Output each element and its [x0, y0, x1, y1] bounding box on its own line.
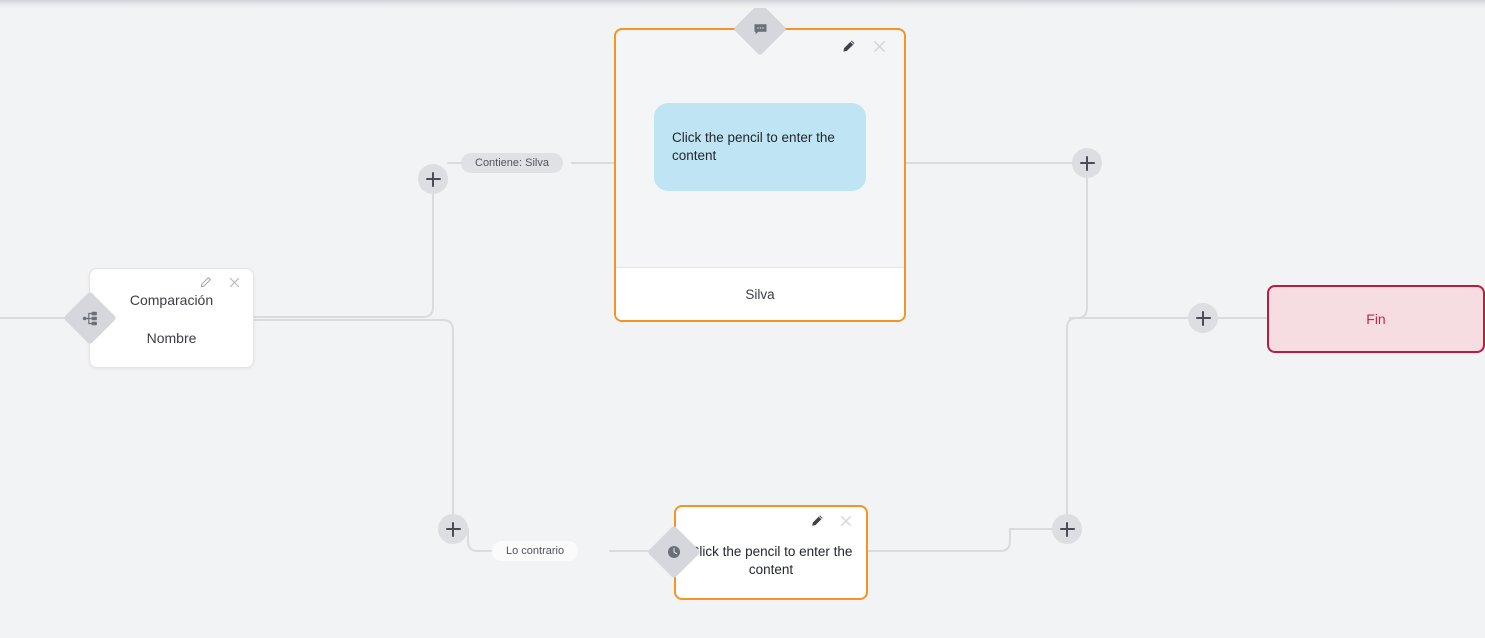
comparison-node-subtitle: Nombre	[146, 330, 197, 346]
wait-node-actions	[810, 514, 853, 528]
edge-plus-to-label-bottom	[467, 528, 492, 552]
edge-merge-top	[1069, 177, 1088, 319]
edge-label-otherwise[interactable]: Lo contrario	[492, 541, 579, 561]
pencil-icon[interactable]	[199, 276, 212, 289]
branch-icon-diamond[interactable]	[63, 291, 117, 345]
message-node-actions	[841, 39, 887, 54]
pencil-icon[interactable]	[810, 514, 824, 528]
chat-bubble-icon-diamond[interactable]	[733, 2, 787, 56]
close-icon[interactable]	[228, 276, 241, 289]
wait-node[interactable]: Click the pencil to enter the content	[674, 505, 868, 600]
branch-icon	[71, 299, 109, 337]
end-node[interactable]: Fin	[1267, 285, 1485, 353]
close-icon[interactable]	[839, 514, 853, 528]
message-node-body: Click the pencil to enter the content	[616, 30, 904, 267]
message-node[interactable]: Click the pencil to enter the content Si…	[614, 28, 906, 322]
wait-node-text: Click the pencil to enter the content	[689, 544, 853, 577]
edge-wait-to-plus	[867, 528, 1053, 552]
add-node-end[interactable]	[1188, 303, 1218, 333]
message-node-footer: Silva	[616, 267, 904, 320]
comparison-node-title: Comparación	[129, 292, 214, 308]
add-node-top-left[interactable]	[418, 164, 448, 194]
pencil-icon[interactable]	[841, 39, 856, 54]
chat-bubble-icon	[741, 10, 779, 48]
clock-icon	[655, 533, 693, 571]
edge-merge-bottom	[1066, 317, 1091, 515]
edge-branch-up	[253, 193, 434, 318]
edge-label-contains[interactable]: Contiene: Silva	[461, 153, 563, 173]
clock-icon-diamond[interactable]	[647, 525, 701, 579]
add-node-top-right[interactable]	[1072, 148, 1102, 178]
header-shadow	[0, 0, 1485, 8]
message-bubble[interactable]: Click the pencil to enter the content	[654, 102, 866, 191]
add-node-bottom-left[interactable]	[438, 514, 468, 544]
add-node-bottom-right[interactable]	[1052, 514, 1082, 544]
comparison-node-actions	[199, 276, 241, 289]
close-icon[interactable]	[872, 39, 887, 54]
comparison-node[interactable]: Comparación Nombre	[89, 268, 254, 368]
edge-branch-down	[253, 319, 454, 515]
